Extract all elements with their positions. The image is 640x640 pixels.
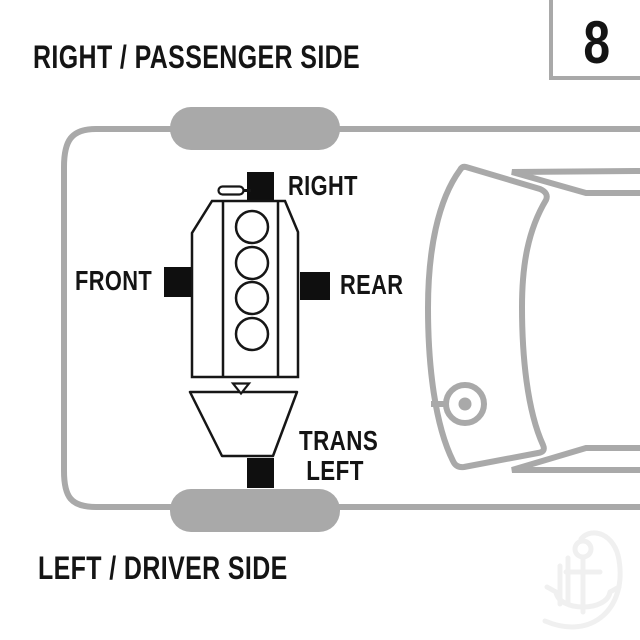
car-body-outline [61, 126, 640, 510]
mount-front-marker [164, 267, 192, 297]
mount-label-rear: REAR [340, 269, 404, 300]
page-number: 8 [583, 8, 610, 76]
bottom-side-title: LEFT / DRIVER SIDE [38, 550, 288, 586]
mount-label-front: FRONT [75, 265, 153, 296]
anchor-watermark-icon [542, 530, 623, 630]
trans-label-line1: TRANS [299, 425, 379, 456]
roofline-right [511, 168, 640, 196]
tire-front-left [170, 489, 340, 532]
transmission [188, 390, 299, 458]
steering-wheel-icon [431, 382, 487, 426]
cylinder-1 [234, 209, 270, 245]
cylinder-2 [234, 245, 270, 281]
roofline-left [511, 445, 640, 473]
mount-right-marker [247, 172, 274, 200]
crankshaft-pointer [230, 382, 252, 396]
windshield [425, 163, 550, 471]
page-number-box: 8 [549, 0, 640, 80]
mount-label-right: RIGHT [288, 170, 358, 201]
dipstick-pin [217, 185, 251, 196]
mount-label-trans-left: TRANS LEFT [299, 425, 379, 486]
trans-label-line2: LEFT [306, 455, 364, 486]
top-side-title: RIGHT / PASSENGER SIDE [33, 39, 361, 75]
engine-head-lines [221, 201, 280, 377]
engine-diagram [164, 172, 330, 488]
cylinder-3 [234, 280, 270, 316]
tire-front-right [170, 107, 340, 150]
cylinder-4 [234, 316, 270, 352]
car-top-view [61, 107, 640, 532]
mount-rear-marker [300, 272, 330, 300]
mount-trans-left-marker [247, 458, 274, 488]
